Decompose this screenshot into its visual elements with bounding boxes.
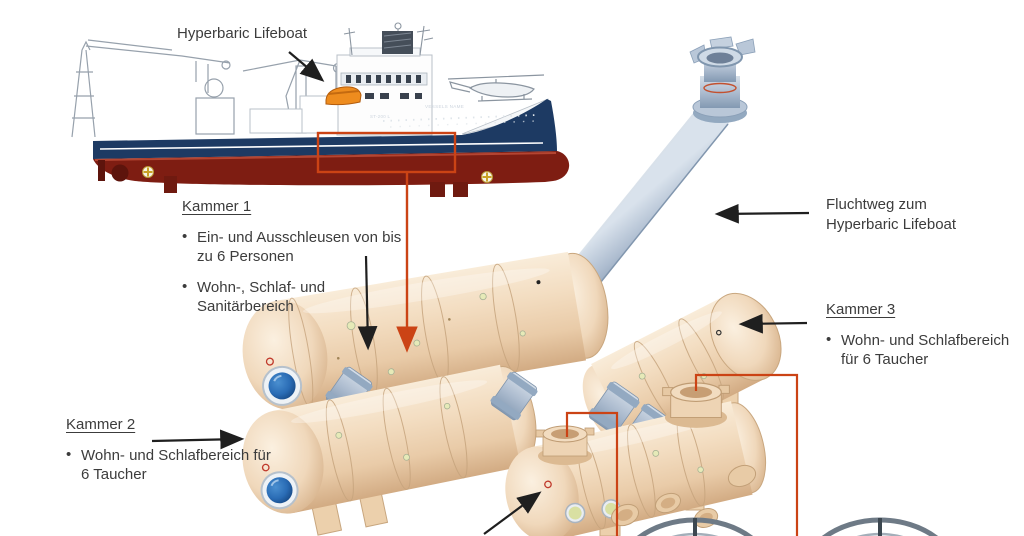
transfer-chamber-arrow	[483, 491, 542, 535]
kammer3-callout: Kammer 3 Wohn- und Schlafbereich für 6 T…	[826, 300, 1021, 381]
viewport-window	[262, 365, 303, 406]
basket-ring-icon	[636, 517, 754, 536]
flange-callout-bracket	[565, 411, 619, 536]
chamber-3	[582, 292, 782, 446]
trunk-clamp	[490, 371, 538, 421]
vessel-name-text: VESSELS NAME	[425, 104, 464, 109]
escape-trunk-tube	[558, 36, 756, 304]
funnel-icon	[382, 31, 413, 54]
kammer2-title: Kammer 2	[66, 416, 136, 433]
lifeboat-arrow	[288, 51, 325, 82]
kammer3-arrow	[738, 313, 808, 334]
hull-highlight-box	[316, 131, 457, 174]
helicopter-icon	[447, 74, 545, 102]
kammer3-bullet-list: Wohn- und Schlafbereich für 6 Taucher	[826, 330, 1021, 369]
ship-illustration: VESSELS NAME ST-200 L	[71, 22, 570, 197]
escape-trunk-flange	[689, 36, 756, 123]
vessel-code-text: ST-200 L	[370, 114, 390, 119]
basket-ring-icon	[821, 517, 939, 536]
kammer1-bullet: Wohn-, Schlaf- und Sanitärbereich	[182, 277, 412, 316]
trunk-clamp	[588, 381, 640, 435]
kammer1-title: Kammer 1	[182, 198, 252, 215]
thruster-mark-icon	[142, 166, 493, 183]
kammer1-callout: Kammer 1 Ein- und Ausschleusen von bis z…	[182, 197, 412, 329]
hyperbaric-lifeboat-label: Hyperbaric Lifeboat	[177, 25, 308, 42]
kammer3-title: Kammer 3	[826, 301, 896, 318]
mating-flange	[535, 425, 595, 465]
ship-hull: VESSELS NAME ST-200 L	[93, 99, 570, 197]
kammer3-bullet: Wohn- und Schlafbereich für 6 Taucher	[826, 330, 1021, 369]
mast-icon	[343, 22, 434, 56]
flange-callout-bracket	[694, 373, 799, 536]
kammer1-bullet: Ein- und Ausschleusen von bis zu 6 Perso…	[182, 227, 412, 266]
kammer2-bullet: Wohn- und Schlafbereich für 6 Taucher	[66, 445, 276, 484]
kammer2-arrow	[151, 429, 245, 450]
kammer1-bullet-list: Ein- und Ausschleusen von bis zu 6 Perso…	[182, 227, 412, 317]
mating-flange	[662, 382, 730, 428]
fluchtweg-arrow	[714, 203, 810, 224]
kammer2-callout: Kammer 2 Wohn- und Schlafbereich für 6 T…	[66, 415, 276, 496]
chamber-2	[242, 364, 537, 514]
fluchtweg-label: Fluchtweg zum Hyperbaric Lifeboat	[826, 196, 957, 233]
kammer2-bullet-list: Wohn- und Schlafbereich für 6 Taucher	[66, 445, 276, 484]
hyperbaric-lifeboat-icon	[325, 86, 362, 106]
